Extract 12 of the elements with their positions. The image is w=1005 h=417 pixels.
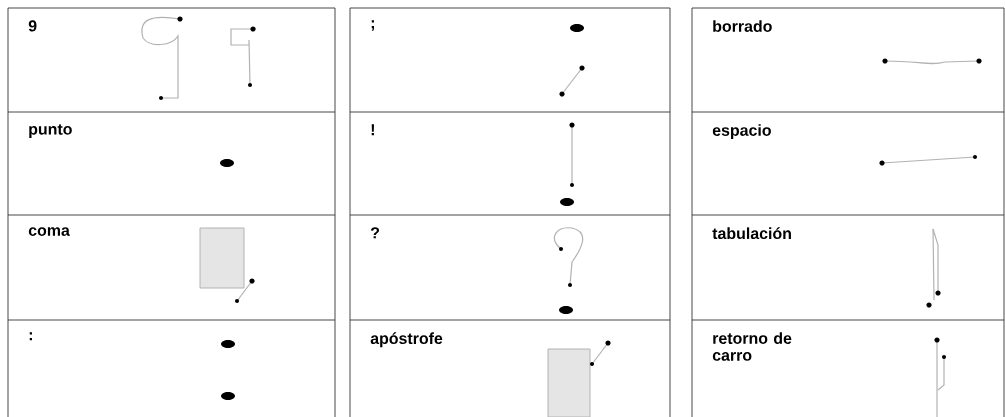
cell-label: 9 <box>28 20 37 32</box>
cell-label: ? <box>370 227 379 239</box>
cell-label: espacio <box>712 124 771 140</box>
cell-label: retorno de carro <box>712 332 792 361</box>
cell-label: apóstrofe <box>370 332 443 348</box>
cell-label: coma <box>28 227 70 236</box>
cell-label: punto <box>29 124 72 138</box>
cell-label: tabulación <box>712 227 791 240</box>
cell-label: borrado <box>713 20 772 32</box>
cell-label: ; <box>371 20 374 31</box>
cell-label: ! <box>371 124 374 136</box>
cell-label: : <box>29 332 32 341</box>
